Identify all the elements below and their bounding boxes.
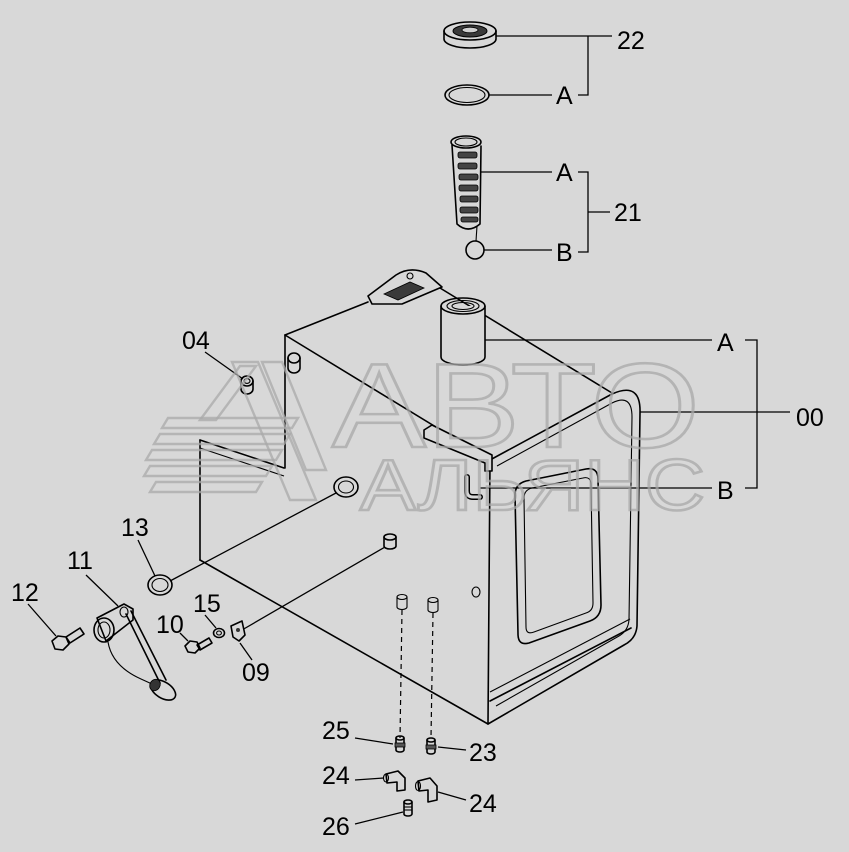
float bbox=[149, 678, 177, 701]
callout-pipe-b: B bbox=[717, 477, 734, 505]
leader-13 bbox=[137, 539, 156, 577]
leader-15 bbox=[204, 614, 217, 629]
side-plug bbox=[383, 533, 397, 550]
leader-09 bbox=[239, 642, 253, 661]
leader-23 bbox=[437, 746, 467, 751]
sight-window bbox=[514, 467, 602, 645]
callout-11: 11 bbox=[67, 547, 93, 575]
leader-25 bbox=[354, 737, 394, 745]
callout-strainer-a: A bbox=[556, 159, 573, 187]
level-sender-part bbox=[93, 603, 177, 701]
callout-24-right: 24 bbox=[469, 790, 497, 818]
leader-04 bbox=[204, 351, 244, 380]
face-bolt bbox=[471, 586, 481, 598]
leader-10 bbox=[179, 632, 189, 642]
watermark-line-1: АВТО bbox=[332, 339, 700, 473]
callout-ball-b: B bbox=[556, 239, 573, 267]
elbow-24-left-part bbox=[382, 770, 406, 792]
elbow-24-right-part bbox=[414, 777, 438, 803]
clip-bracket-part bbox=[230, 620, 246, 642]
callout-21: 21 bbox=[614, 199, 642, 227]
drain-axis-right bbox=[430, 612, 434, 739]
callout-13: 13 bbox=[121, 514, 149, 542]
watermark-logo bbox=[141, 360, 328, 502]
callout-26: 26 bbox=[322, 813, 350, 841]
callout-labels: 22 A A 21 B 04 A 00 B 13 11 12 15 10 09 … bbox=[11, 27, 824, 841]
plug-26-part bbox=[403, 799, 413, 817]
bolt-12-part bbox=[51, 627, 85, 651]
callout-neck-a: A bbox=[717, 329, 734, 357]
seal-ring-part bbox=[444, 84, 490, 106]
leader-26 bbox=[354, 811, 404, 825]
callout-24-left: 24 bbox=[322, 762, 350, 790]
edge-plate bbox=[423, 424, 493, 472]
gauge-port bbox=[333, 476, 359, 498]
bolt-10-part bbox=[184, 637, 213, 654]
strainer-part bbox=[450, 135, 485, 260]
washer-part bbox=[212, 627, 226, 639]
nipple-25-part bbox=[394, 735, 406, 753]
watermark-line-2: АЛЬЯНС bbox=[360, 446, 705, 526]
callout-10: 10 bbox=[156, 611, 184, 639]
filler-neck bbox=[440, 297, 486, 366]
callout-12: 12 bbox=[11, 579, 39, 607]
callout-00: 00 bbox=[796, 404, 824, 432]
leader-12 bbox=[27, 603, 57, 637]
callout-09: 09 bbox=[242, 659, 270, 687]
leader-lines bbox=[27, 35, 790, 825]
drain-axis-left bbox=[399, 609, 403, 739]
callout-25: 25 bbox=[322, 717, 350, 745]
return-pipe bbox=[464, 474, 483, 500]
float-ball bbox=[465, 240, 485, 260]
strainer-mesh bbox=[457, 151, 479, 223]
callout-22: 22 bbox=[617, 27, 645, 55]
callout-23: 23 bbox=[469, 739, 497, 767]
leader-24-right bbox=[437, 791, 467, 801]
callout-ring-a: A bbox=[556, 82, 573, 110]
leader-11 bbox=[85, 574, 119, 607]
plug-axis-line bbox=[241, 546, 386, 631]
callout-04: 04 bbox=[182, 327, 210, 355]
breather-boss bbox=[287, 352, 301, 374]
gauge-axis-line bbox=[169, 492, 337, 582]
bracket-21 bbox=[578, 171, 589, 253]
leader-24-left bbox=[354, 777, 385, 781]
fuel-cap-part bbox=[443, 21, 497, 49]
fuel-tank-body bbox=[199, 269, 641, 725]
nipple-23-part bbox=[425, 737, 437, 755]
drain-boss-right bbox=[427, 596, 439, 614]
callout-15: 15 bbox=[193, 590, 221, 618]
top-bracket bbox=[367, 269, 443, 305]
gasket-part bbox=[147, 574, 173, 596]
bracket-22 bbox=[578, 36, 589, 96]
drain-boss-left bbox=[396, 593, 408, 611]
bracket-00 bbox=[745, 339, 758, 489]
